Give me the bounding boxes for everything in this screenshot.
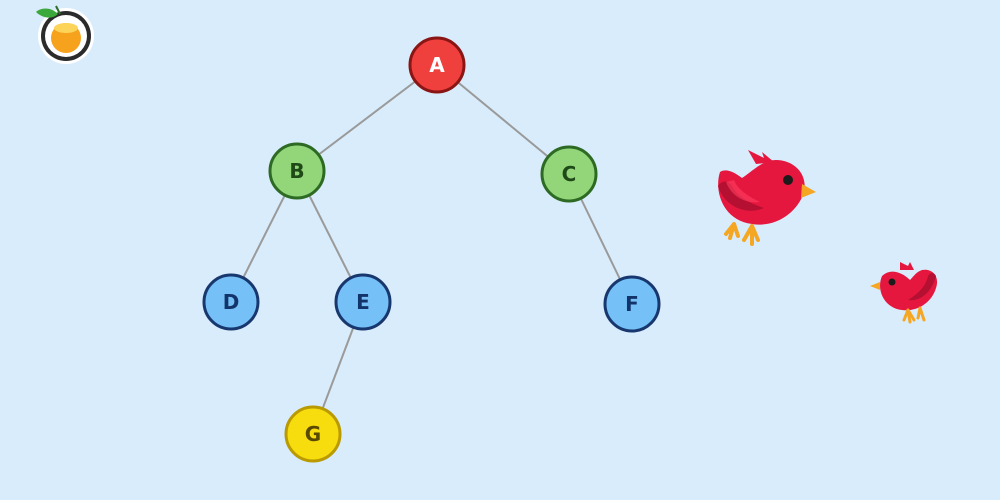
edge-a-b xyxy=(296,64,438,172)
node-label: B xyxy=(289,159,304,183)
tree-edges xyxy=(230,64,633,435)
node-circle xyxy=(540,145,598,203)
node-label: D xyxy=(223,290,240,314)
node-circle xyxy=(202,273,260,331)
tree-node-b: B xyxy=(268,142,326,200)
node-circle xyxy=(268,142,326,200)
node-label: E xyxy=(356,290,370,314)
node-circle xyxy=(408,36,466,94)
node-label: F xyxy=(625,292,639,316)
orange-logo-icon xyxy=(36,5,94,64)
node-circle xyxy=(284,405,342,463)
tree-node-d: D xyxy=(202,273,260,331)
node-label: G xyxy=(305,422,321,446)
tree-node-c: C xyxy=(540,145,598,203)
node-label: A xyxy=(429,53,445,77)
tree-node-a: A xyxy=(408,36,466,94)
tree-node-g: G xyxy=(284,405,342,463)
node-circle xyxy=(334,273,392,331)
tree-nodes: A B C D E F G xyxy=(202,36,661,463)
edge-a-c xyxy=(436,64,570,175)
tree-node-e: E xyxy=(334,273,392,331)
red-bird-small-icon xyxy=(870,262,938,324)
red-bird-large-icon xyxy=(718,150,816,246)
node-circle xyxy=(603,275,661,333)
tree-node-f: F xyxy=(603,275,661,333)
node-label: C xyxy=(562,162,577,186)
